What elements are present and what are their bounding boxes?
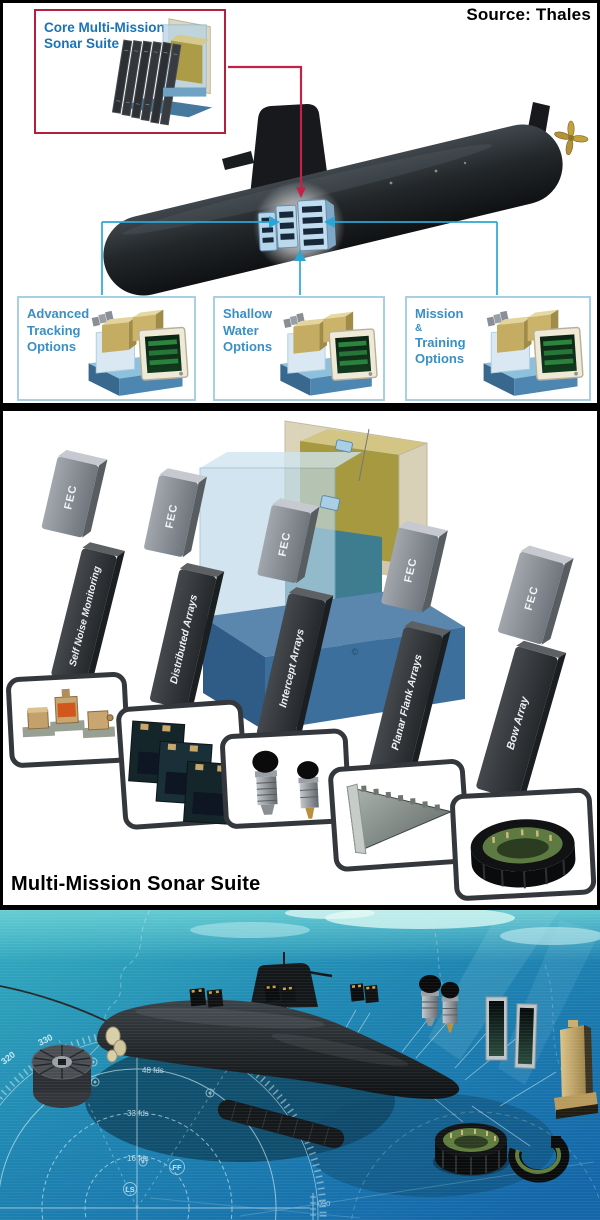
- option-label-line: Options: [223, 339, 273, 354]
- svg-text:LS: LS: [125, 1185, 135, 1194]
- option-label-line: Tracking: [27, 322, 81, 338]
- array-slab-self-noise: Self Noise Monitoring: [51, 542, 125, 685]
- option-label: Advanced Tracking Options: [27, 306, 89, 356]
- exploded-diagram: © FEC FEC FEC: [6, 420, 597, 901]
- option-box-advanced-tracking: Advanced Tracking Options: [17, 296, 196, 401]
- submarine-overview-scene: [101, 65, 589, 296]
- hydrophone: [440, 981, 460, 1033]
- svg-text:090: 090: [318, 1199, 331, 1208]
- inset-distributed-array-modules: [116, 699, 250, 830]
- hull-port-dot: [434, 169, 438, 173]
- flank-array-panel: [485, 996, 508, 1061]
- bow-sensor-cluster: [105, 1026, 127, 1063]
- core-connector-arrow: [296, 187, 306, 198]
- bow-array-segment: [508, 1136, 570, 1183]
- svg-text:FF: FF: [172, 1163, 182, 1172]
- option-label-line: Options: [27, 339, 77, 354]
- array-slab-planar-flank: Planar Flank Arrays: [369, 620, 451, 778]
- towed-sonar-body: [217, 1099, 345, 1149]
- option-box-shallow-water: Shallow Water Options: [213, 296, 385, 401]
- panel2-title: Multi-Mission Sonar Suite: [11, 873, 261, 895]
- option-label-line: Shallow: [223, 306, 273, 321]
- array-slab-bow: Bow Array: [476, 640, 567, 801]
- fec-unit: FEC: [144, 468, 207, 558]
- bow-plane: [222, 151, 254, 170]
- fec-unit: FEC: [41, 450, 108, 538]
- inset-flank-array-module: [328, 759, 471, 872]
- sail-mast: [307, 970, 333, 978]
- array-slab-distributed: Distributed Arrays: [149, 562, 225, 710]
- core-suite-label: Core Multi-Mission Sonar Suite: [44, 20, 165, 52]
- core-suite-box: Core Multi-Mission Sonar Suite: [34, 9, 226, 134]
- distributed-sensor-boxes: [189, 983, 379, 1008]
- submarine-hull: [97, 999, 460, 1099]
- option-label-line: Options: [415, 351, 465, 366]
- towed-array-cable: [0, 985, 113, 1025]
- option-cabinet-illustration: [79, 299, 194, 397]
- chart-symbol-labels: FF LS 090: [125, 1163, 330, 1208]
- planar-array-tan: [554, 1020, 598, 1119]
- option-label-line: Mission: [415, 306, 464, 321]
- svg-text:33 fds: 33 fds: [127, 1109, 149, 1118]
- option-box-mission-training: Mission & Training Options: [405, 296, 591, 401]
- svg-text:FEC: FEC: [164, 503, 181, 530]
- inset-intercept-hydrophones: [220, 728, 352, 829]
- underwater-scene-panel: 340 330 320 48 fds 33 fds 16 fds FF LS 0…: [0, 910, 600, 1220]
- core-cabinet-illustration: [111, 18, 213, 126]
- option-connector-arrow-left: [324, 216, 335, 228]
- flank-array-panel: [514, 1003, 538, 1069]
- central-cabinet-assembly: ©: [199, 420, 465, 731]
- svg-text:48 fds: 48 fds: [142, 1066, 164, 1075]
- svg-text:16 fds: 16 fds: [127, 1154, 149, 1163]
- svg-text:FEC: FEC: [62, 484, 79, 511]
- towed-array-reel: [31, 1044, 93, 1108]
- hydrophone: [419, 975, 441, 1026]
- option-label-line: Water: [223, 322, 259, 338]
- top-panel-core-suite: Source: Thales Core Multi-Mission Sonar …: [3, 3, 597, 403]
- hull-port-dot: [389, 181, 393, 185]
- copyright-mark: ©: [352, 647, 359, 657]
- option-label: Shallow Water Options: [223, 306, 272, 356]
- core-connector-line: [228, 65, 303, 189]
- propeller: [554, 120, 589, 156]
- svg-text:FEC: FEC: [402, 557, 419, 584]
- inset-bow-array-ring: [450, 787, 597, 901]
- fec-unit: FEC: [257, 498, 320, 584]
- inset-accelerometers: [6, 671, 131, 768]
- svg-text:FEC: FEC: [277, 531, 294, 558]
- option-label-line: Advanced: [27, 306, 90, 321]
- core-label-line: Sonar Suite: [44, 36, 120, 51]
- option-label-line: Training: [415, 334, 466, 350]
- option-label-ampersand: &: [415, 322, 423, 334]
- option-connector-arrow-up: [294, 250, 306, 261]
- array-slab-intercept: Intercept Arrays: [256, 587, 334, 744]
- submarine-sail: [250, 104, 330, 196]
- depth-labels: 48 fds 33 fds 16 fds: [127, 1066, 164, 1163]
- underwater-scene: 340 330 320 48 fds 33 fds 16 fds FF LS 0…: [0, 910, 600, 1220]
- bow-array-ring: [433, 1123, 509, 1176]
- hull-port-dot: [463, 161, 467, 165]
- source-credit: Source: Thales: [466, 5, 591, 24]
- fec-unit: FEC: [498, 545, 574, 645]
- option-cabinet-illustration: [474, 299, 589, 397]
- option-label: Mission & Training Options: [415, 306, 466, 368]
- option-connector-lines: [101, 221, 498, 295]
- core-label-line: Core Multi-Mission: [44, 20, 165, 35]
- exploded-suite-panel: © FEC FEC FEC: [3, 411, 597, 905]
- option-connector-arrow-right: [269, 216, 280, 228]
- option-cabinet-illustration: [271, 301, 383, 397]
- fec-unit: FEC: [381, 521, 448, 613]
